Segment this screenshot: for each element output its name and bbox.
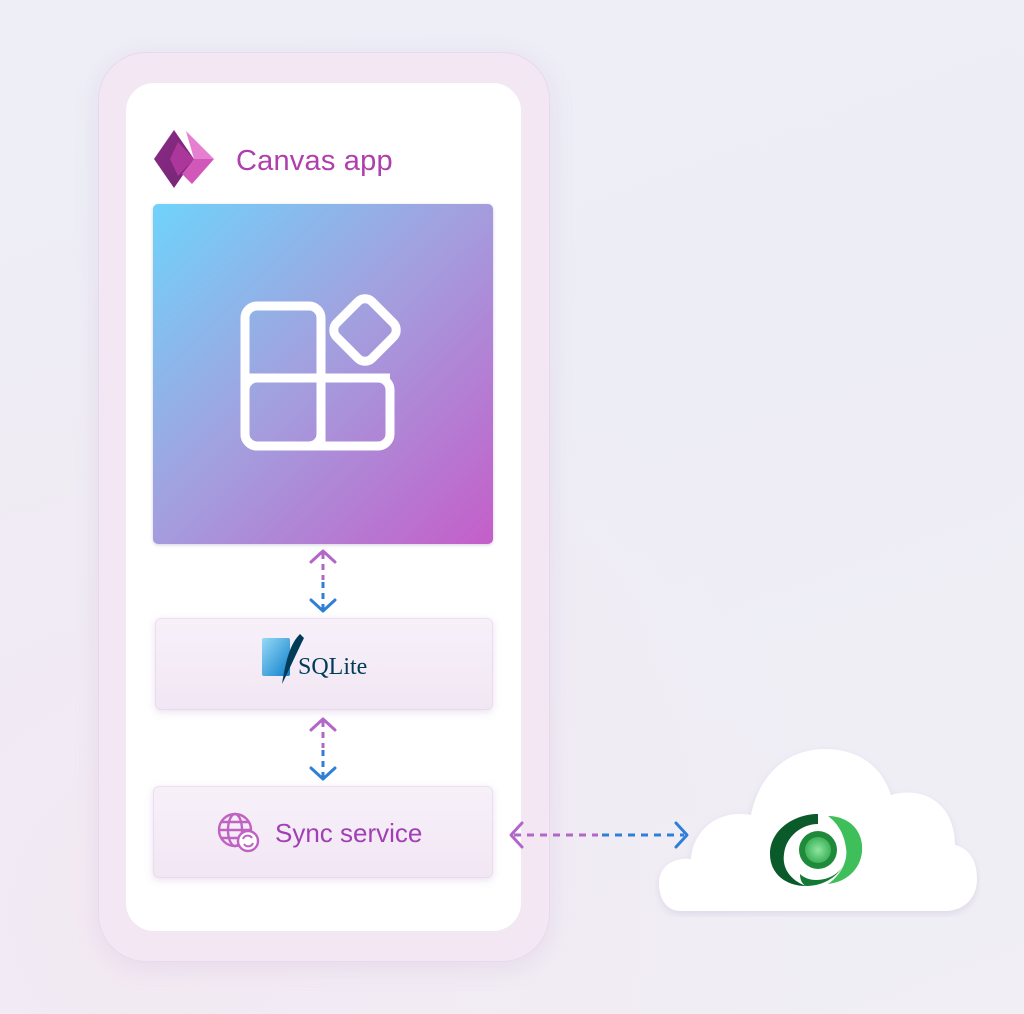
sync-service-panel [153, 786, 493, 878]
cloud-icon [659, 749, 977, 911]
sqlite-feather-icon: SQLite [262, 634, 367, 684]
bidirectional-arrow [309, 717, 337, 781]
sync-to-cloud-arrow [509, 821, 689, 849]
apps-grid-icon [240, 294, 401, 451]
dataverse-logo-icon [770, 814, 863, 886]
app-title: Canvas app [236, 145, 393, 177]
bidirectional-arrow [309, 549, 337, 613]
power-apps-logo-icon [154, 130, 214, 188]
sqlite-panel [155, 618, 493, 710]
globe-sync-icon [217, 812, 260, 853]
sqlite-label: SQLite [298, 654, 367, 680]
sync-service-label: Sync service [275, 818, 423, 848]
